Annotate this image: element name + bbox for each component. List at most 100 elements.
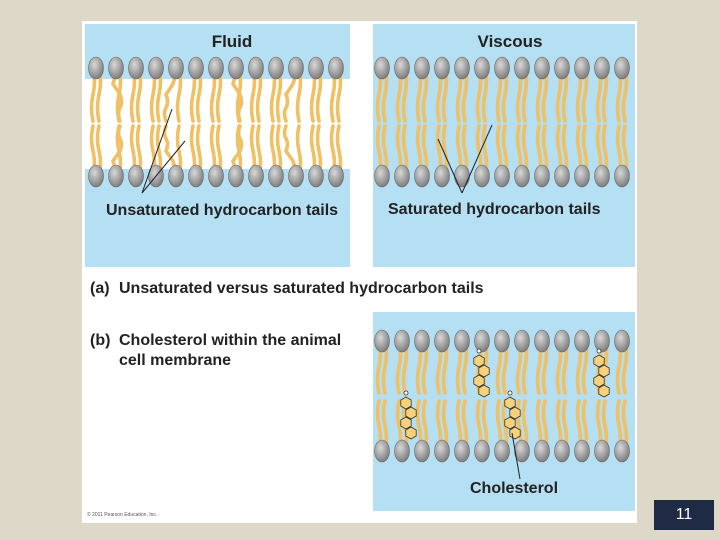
lipid-head — [188, 56, 204, 80]
lipid-head — [414, 164, 430, 188]
caption-b: (b) Cholesterol within the animal cell me… — [90, 331, 380, 371]
cholesterol-ring — [504, 396, 516, 410]
cholesterol-pointer-line — [511, 432, 521, 480]
cholesterol-ring — [405, 426, 417, 440]
lipid-head — [454, 56, 470, 80]
lipid-head — [574, 439, 590, 463]
cholesterol-hydroxyl — [476, 348, 482, 354]
lipid-head — [188, 164, 204, 188]
lipid-head — [614, 56, 630, 80]
copyright-notice: © 2011 Pearson Education, Inc. — [87, 512, 158, 518]
lipid-head — [434, 164, 450, 188]
lipid-head — [514, 164, 530, 188]
cholesterol-ring — [400, 416, 412, 430]
lipid-head — [534, 439, 550, 463]
fluid-title: Fluid — [211, 32, 253, 51]
lipid-head — [534, 164, 550, 188]
caption-a: (a) Unsaturated versus saturated hydrocar… — [90, 280, 484, 298]
caption-b-text: Cholesterol within the animal cell membr… — [119, 332, 342, 369]
cholesterol-ring — [504, 416, 516, 430]
caption-a-text: Unsaturated versus saturated hydrocarbon… — [119, 280, 484, 297]
lipid-head — [394, 329, 410, 353]
lipid-head — [268, 56, 284, 80]
lipid-head — [534, 56, 550, 80]
cholesterol-hydroxyl — [507, 390, 513, 396]
lipid-head — [374, 164, 390, 188]
lipid-head — [434, 329, 450, 353]
lipid-head — [454, 439, 470, 463]
lipid-head — [374, 439, 390, 463]
cholesterol-ring — [509, 406, 521, 420]
lipid-head — [574, 329, 590, 353]
lipid-head — [248, 56, 264, 80]
lipid-head — [494, 56, 510, 80]
lipid-head — [514, 329, 530, 353]
cholesterol-hydroxyl — [596, 348, 602, 354]
lipid-head — [474, 439, 490, 463]
cholesterol-ring — [473, 354, 485, 368]
cholesterol-ring — [593, 354, 605, 368]
lipid-head — [614, 329, 630, 353]
lipid-head — [554, 439, 570, 463]
lipid-head — [574, 164, 590, 188]
lipid-head — [128, 56, 144, 80]
lipid-head — [434, 56, 450, 80]
viscous-title: Viscous — [477, 32, 543, 51]
page-number: 11 — [654, 500, 714, 530]
lipid-head — [594, 56, 610, 80]
lipid-head — [594, 439, 610, 463]
lipid-head — [434, 439, 450, 463]
lipid-head — [534, 329, 550, 353]
caption-a-tag: (a) — [90, 280, 110, 297]
lipid-head — [308, 56, 324, 80]
lipid-head — [554, 329, 570, 353]
fluid-bilayer — [88, 56, 344, 188]
lipid-head — [168, 164, 184, 188]
lipid-head — [268, 164, 284, 188]
cholesterol-ring — [598, 384, 610, 398]
lipid-head — [288, 164, 304, 188]
saturated-pointer-lines — [437, 124, 493, 194]
cholesterol-ring — [478, 364, 490, 378]
cholesterol-ring — [598, 364, 610, 378]
lipid-head — [88, 164, 104, 188]
lipid-head — [614, 164, 630, 188]
lipid-head — [414, 56, 430, 80]
lipid-head — [414, 439, 430, 463]
cholesterol-label: Cholesterol — [470, 480, 559, 497]
lipid-head — [494, 329, 510, 353]
lipid-head — [328, 56, 344, 80]
lipid-head — [88, 56, 104, 80]
cholesterol-ring — [478, 384, 490, 398]
unsaturated-tails-label: Unsaturated hydrocarbon tails — [106, 202, 339, 219]
lipid-head — [474, 164, 490, 188]
lipid-head — [308, 164, 324, 188]
lipid-head — [208, 56, 224, 80]
lipid-head — [394, 164, 410, 188]
cholesterol-hydroxyl — [403, 390, 409, 396]
lipid-head — [374, 329, 390, 353]
lipid-head — [374, 56, 390, 80]
viscous-bilayer — [374, 56, 630, 188]
caption-b-tag: (b) — [90, 332, 111, 349]
cholesterol-bilayer — [374, 329, 630, 463]
saturated-tails-label: Saturated hydrocarbon tails — [388, 201, 601, 218]
lipid-head — [454, 164, 470, 188]
cholesterol-ring — [593, 374, 605, 388]
lipid-head — [514, 56, 530, 80]
lipid-head — [594, 329, 610, 353]
cholesterol-ring — [405, 406, 417, 420]
lipid-head — [554, 164, 570, 188]
lipid-head — [574, 56, 590, 80]
lipid-head — [554, 56, 570, 80]
lipid-head — [248, 164, 264, 188]
lipid-head — [494, 439, 510, 463]
lipid-head — [474, 56, 490, 80]
lipid-head — [454, 329, 470, 353]
lipid-head — [168, 56, 184, 80]
lipid-head — [414, 329, 430, 353]
cholesterol-ring — [509, 426, 521, 440]
fluid-panel-gap — [85, 79, 350, 169]
lipid-head — [494, 164, 510, 188]
lipid-head — [128, 164, 144, 188]
